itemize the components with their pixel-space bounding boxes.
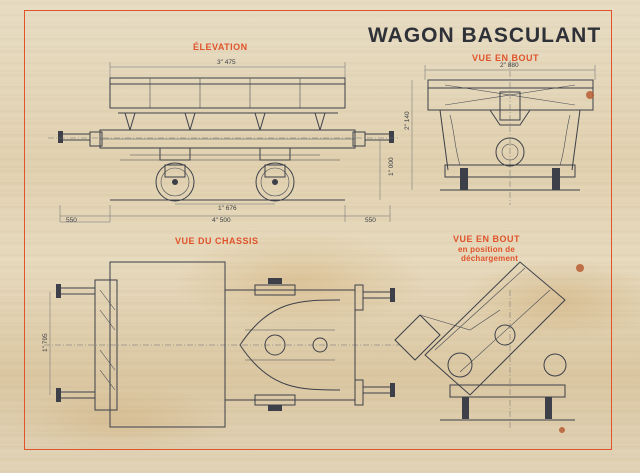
buffer-left bbox=[61, 133, 91, 141]
drawing-title: WAGON BASCULANT bbox=[368, 24, 602, 47]
view-sublabel-line1: en position de bbox=[458, 245, 516, 254]
rust-stain bbox=[576, 264, 584, 272]
dimension-overall-length: 4" 500 bbox=[212, 217, 231, 224]
end-view-unloading bbox=[394, 261, 575, 430]
dimension-left-overhang: 550 bbox=[66, 217, 77, 224]
tipped-body bbox=[424, 261, 566, 396]
wheel-right bbox=[255, 162, 295, 202]
wagon-body bbox=[109, 77, 346, 109]
end-view bbox=[411, 60, 596, 205]
chassis-plate bbox=[109, 261, 226, 428]
dimension-wheelbase: 1" 676 bbox=[218, 205, 237, 212]
sheet-border bbox=[24, 10, 612, 450]
view-label-end: VUE EN BOUT bbox=[472, 53, 540, 63]
dimension-top-length: 3" 475 bbox=[217, 59, 236, 66]
dimension-chassis-width: 1" 795 bbox=[42, 333, 49, 352]
wheel-left bbox=[155, 162, 195, 202]
elevation-view bbox=[48, 62, 400, 223]
dimension-end-height: 2" 140 bbox=[404, 111, 411, 130]
view-label-elevation: ÉLEVATION bbox=[193, 42, 248, 52]
view-label-end-unloading: VUE EN BOUT bbox=[453, 234, 521, 244]
rust-stain bbox=[559, 427, 565, 433]
chassis-view bbox=[44, 261, 400, 428]
dimension-right-overhang: 550 bbox=[365, 217, 376, 224]
buffer-right bbox=[364, 133, 391, 141]
rust-stain bbox=[586, 91, 594, 99]
view-sublabel-line2: déchargement bbox=[461, 254, 519, 263]
chassis-frame bbox=[224, 289, 356, 401]
dimension-wheel-height: 1" 000 bbox=[388, 157, 395, 176]
dimension-end-width: 2" 880 bbox=[500, 62, 519, 69]
view-label-chassis: VUE DU CHASSIS bbox=[175, 236, 259, 246]
